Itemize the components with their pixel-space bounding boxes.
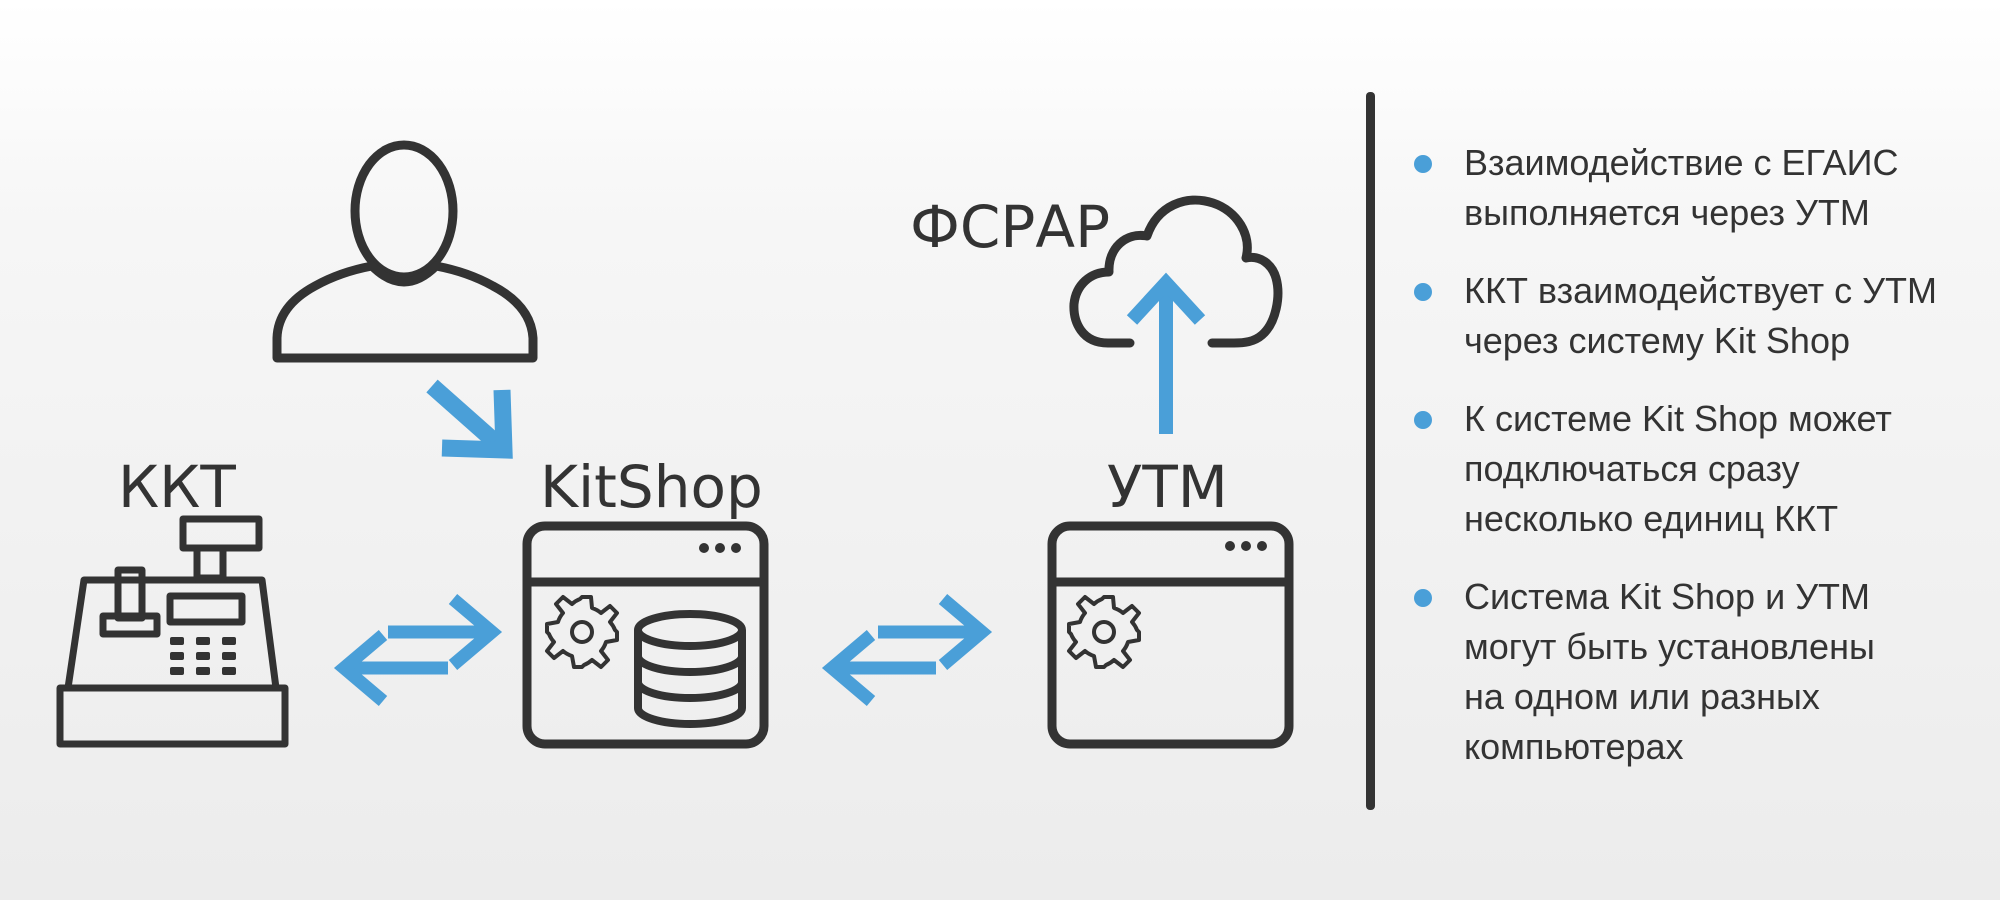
- bullet-dot-icon: [1414, 411, 1432, 429]
- user-icon: [272, 140, 538, 363]
- server-window-icon: [522, 521, 769, 749]
- bullet-line: на одном или разных: [1464, 676, 1820, 717]
- kitshop-utm-arrows: [821, 594, 993, 706]
- kkt-kitshop-arrows: [333, 594, 503, 706]
- kkt-label: ККТ: [118, 453, 236, 521]
- bullet-line: выполняется через УТМ: [1464, 192, 1870, 233]
- bullet-line: компьютерах: [1464, 726, 1684, 767]
- bullet-line: Взаимодействие с ЕГАИС: [1464, 142, 1899, 183]
- bullet-item: Взаимодействие с ЕГАИС выполняется через…: [1414, 138, 1974, 238]
- bullet-item: ККТ взаимодействует с УТМ через систему …: [1414, 266, 1974, 366]
- bullet-line: Система Kit Shop и УТМ: [1464, 576, 1871, 617]
- kitshop-label: KitShop: [540, 453, 763, 521]
- gear-icon: [1067, 595, 1141, 669]
- bullet-list: Взаимодействие с ЕГАИС выполняется через…: [1414, 138, 1974, 800]
- bullet-dot-icon: [1414, 283, 1432, 301]
- bullet-line: ККТ взаимодействует с УТМ: [1464, 270, 1937, 311]
- app-window-icon: [1047, 521, 1294, 749]
- database-icon: [634, 610, 746, 728]
- bullet-dot-icon: [1414, 155, 1432, 173]
- bullet-line: К системе Kit Shop может: [1464, 398, 1892, 439]
- cash-register-icon: [56, 515, 289, 748]
- vertical-divider: [1366, 92, 1375, 810]
- fsrar-label: ФСРАР: [910, 193, 1111, 261]
- bullet-line: через систему Kit Shop: [1464, 320, 1850, 361]
- bullet-line: подключаться сразу: [1464, 448, 1800, 489]
- cloud-upload-icon: [1069, 195, 1283, 434]
- bullet-dot-icon: [1414, 589, 1432, 607]
- user-to-kitshop-arrow: [426, 379, 513, 459]
- utm-label: УТМ: [1107, 453, 1228, 521]
- bullet-line: могут быть установлены: [1464, 626, 1875, 667]
- gear-icon: [545, 595, 619, 669]
- bullet-line: несколько единиц ККТ: [1464, 498, 1839, 539]
- bullet-item: К системе Kit Shop может подключаться ср…: [1414, 394, 1974, 544]
- bullet-item: Система Kit Shop и УТМ могут быть устано…: [1414, 572, 1974, 772]
